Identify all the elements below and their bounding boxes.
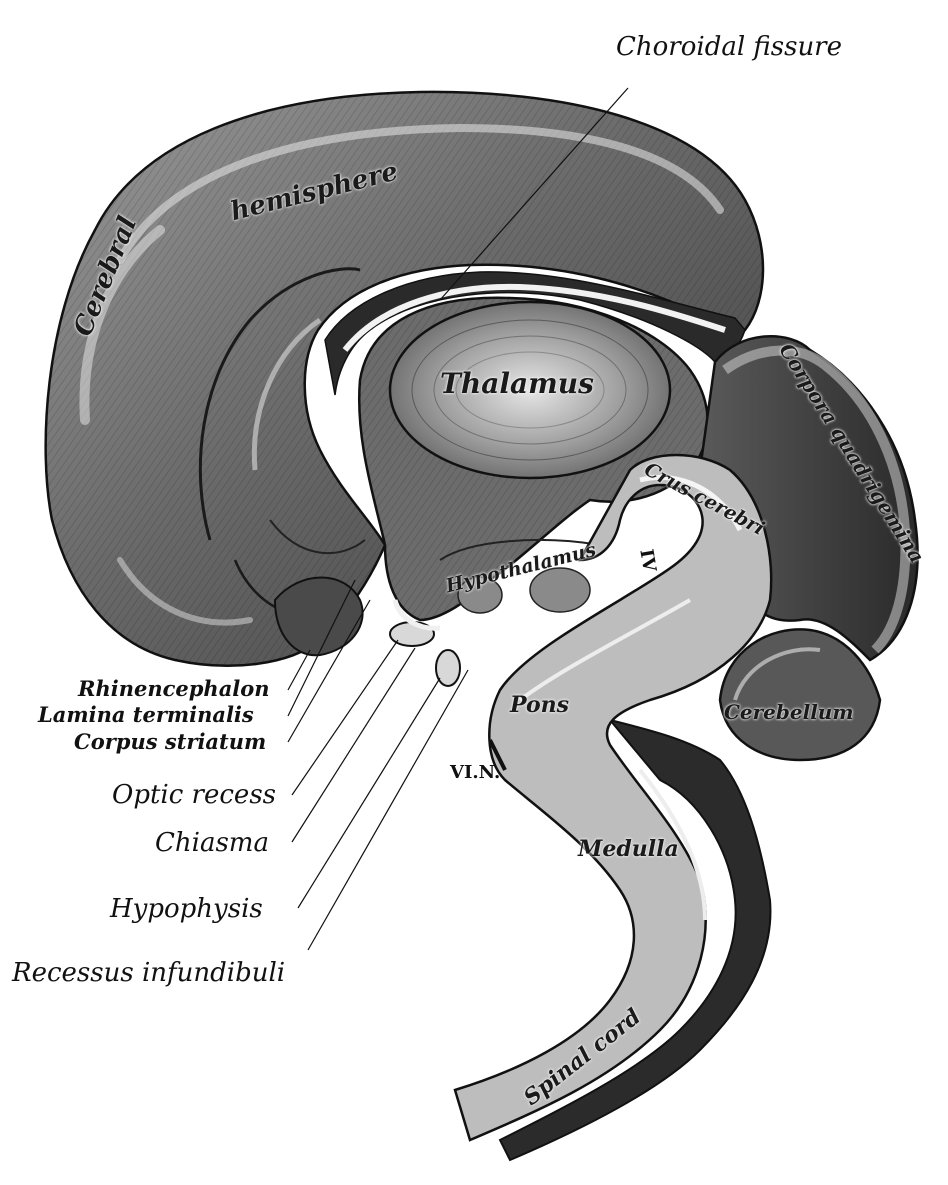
brainstem-shape [453, 453, 773, 1142]
label-recessus-infundibuli: Recessus infundibuli [12, 958, 286, 988]
label-hypophysis: Hypophysis [110, 894, 263, 924]
label-thalamus: Thalamus [440, 367, 594, 400]
label-pons: Pons [510, 692, 570, 718]
thalamus-shape [388, 300, 672, 480]
label-optic-recess: Optic recess [112, 780, 276, 810]
label-chiasma: Chiasma [155, 828, 269, 858]
label-cerebellum: Cerebellum [724, 700, 854, 724]
rhinencephalon-shape [273, 576, 364, 657]
label-medulla: Medulla [578, 836, 679, 862]
label-lamina-terminalis: Lamina terminalis [38, 702, 254, 727]
brainstem-sheath-shape [498, 718, 772, 1162]
cerebellum-shape [718, 628, 882, 762]
label-choroidal-fissure: Choroidal fissure [616, 32, 843, 62]
label-rhinencephalon: Rhinencephalon [78, 676, 270, 701]
label-roman-iv: IV [635, 547, 660, 574]
label-vi-n: VI.N. [450, 762, 501, 783]
chiasma-shape [435, 649, 461, 687]
label-corpus-striatum: Corpus striatum [74, 729, 267, 754]
